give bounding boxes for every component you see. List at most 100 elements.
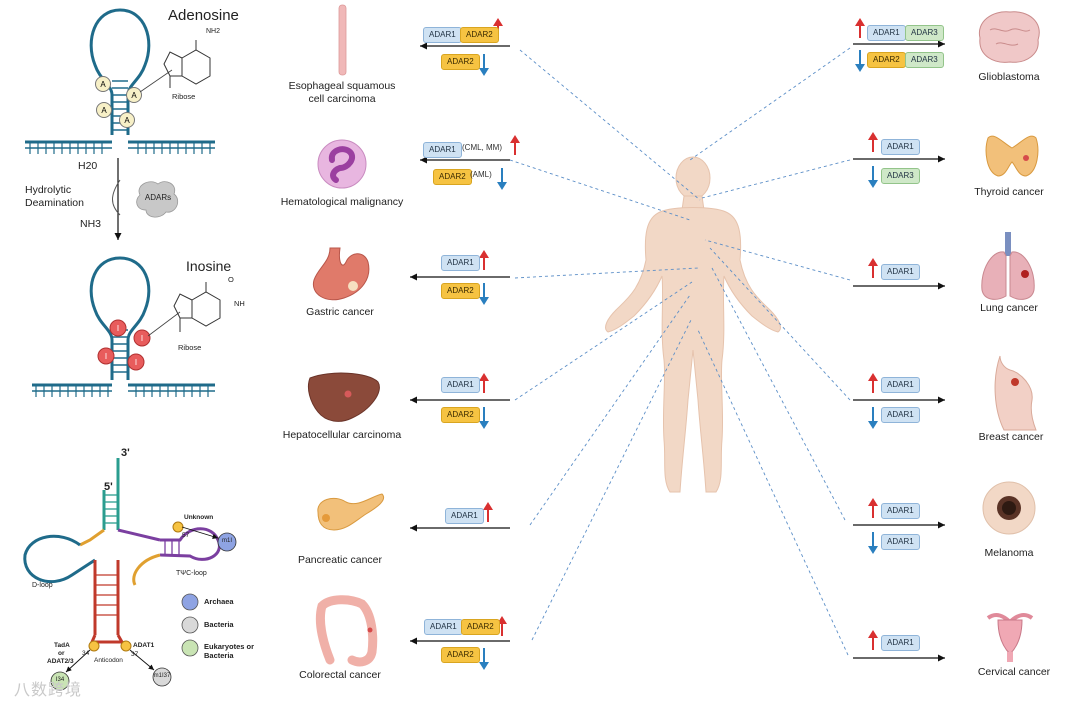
esophagus-icon (338, 4, 347, 76)
nh3-label: NH3 (80, 218, 102, 230)
adars-label: ADARs (144, 193, 172, 202)
m1i-archaea-circle (217, 532, 237, 552)
hematological-down-note: (AML) (470, 170, 492, 179)
base-i-2: I (141, 334, 143, 343)
legend-eukaryotes-swatch (181, 639, 199, 657)
gastric-down-adar2: ADAR2 (441, 283, 480, 299)
esophageal-down-adar2: ADAR2 (441, 54, 480, 70)
pancreas-icon (317, 493, 384, 531)
breast-icon (994, 355, 1037, 431)
colorectal-down-adar2: ADAR2 (441, 647, 480, 663)
liver-icon (307, 372, 380, 422)
base-a-1: A (100, 80, 106, 89)
caption-cervical: Cervical cancer (977, 666, 1051, 678)
base-a-3: A (101, 106, 107, 115)
inosine-nh-label: NH (234, 299, 245, 308)
or-label: or (58, 650, 65, 657)
legend-bacteria-label: Bacteria (204, 620, 234, 629)
trna-anticodon-pairs (95, 574, 118, 616)
right-arrows (853, 40, 945, 662)
caption-lung: Lung cancer (980, 302, 1038, 314)
base-i-3: I (105, 352, 107, 361)
human-body (605, 156, 781, 493)
caption-glioblastoma: Glioblastoma (978, 71, 1040, 83)
i34-label: I34 (55, 677, 65, 683)
base-i-1: I (117, 324, 119, 333)
tpsic-loop-label: TΨC-loop (176, 570, 207, 577)
inosine-structure (173, 282, 221, 332)
legend-eukaryotes-label: Eukaryotes or Bacteria (204, 642, 255, 661)
hematological-down-adar2: ADAR2 (433, 169, 472, 185)
melanoma-icon (982, 481, 1036, 535)
hepatocellular-up-adar1: ADAR1 (441, 377, 480, 393)
base-a-4: A (124, 116, 130, 125)
hepatocellular-down-adar2: ADAR2 (441, 407, 480, 423)
pos57-label: 57 (182, 532, 190, 539)
trna-a37-marker (120, 640, 132, 652)
adat1-label: ADAT1 (133, 642, 155, 649)
melanoma-up-adar1: ADAR1 (881, 503, 920, 519)
m1i-label: m1I (221, 538, 232, 544)
adenosine-nh2-label: NH2 (206, 28, 221, 35)
h2o-label: H20 (78, 160, 98, 172)
thyroid-up-adar1: ADAR1 (881, 139, 920, 155)
brain-icon (978, 11, 1040, 63)
pos34-label: 34 (82, 650, 90, 657)
hydrolytic-label: Hydrolytic (25, 184, 72, 196)
inosine-pointer (147, 311, 181, 337)
glioblastoma-down-adar3: ADAR3 (905, 52, 944, 68)
trna-a34-marker (88, 640, 100, 652)
deamination-label: Deamination (25, 197, 84, 209)
blood-cell-icon (317, 139, 367, 189)
stomach-icon (312, 247, 370, 301)
trna-structure (23, 458, 221, 644)
adenosine-a-circles (95, 76, 142, 128)
caption-melanoma: Melanoma (984, 547, 1034, 559)
adenosine-ribose-label: Ribose (172, 92, 196, 101)
anticodon-label: Anticodon (94, 657, 123, 664)
gastric-up-adar1: ADAR1 (441, 255, 480, 271)
esophageal-up-adar2: ADAR2 (460, 27, 499, 43)
adenosine-hairpin (25, 8, 215, 149)
adars-blob (136, 181, 179, 218)
adenosine-title: Adenosine (168, 7, 239, 24)
hematological-up-note: (CML, MM) (462, 143, 502, 152)
caption-pancreatic: Pancreatic cancer (297, 554, 383, 566)
trna-five-prime-label: 5' (104, 481, 113, 493)
thyroid-down-adar3: ADAR3 (881, 168, 920, 184)
caption-hematological: Hematological malignancy (280, 196, 404, 208)
regulation-arrows (479, 18, 878, 670)
inosine-i-circles (97, 319, 151, 371)
unknown-label: Unknown (184, 514, 214, 521)
legend-archaea-swatch (181, 593, 199, 611)
a37-arrow (129, 649, 155, 671)
base-a-2: A (131, 91, 137, 100)
left-arrows (410, 42, 510, 645)
uterus-icon (986, 613, 1034, 662)
base-i-4: I (135, 358, 137, 367)
breast-up-adar1: ADAR1 (881, 377, 920, 393)
thyroid-icon (985, 135, 1039, 177)
melanoma-down-adar1: ADAR1 (881, 534, 920, 550)
legend-bacteria-swatch (181, 616, 199, 634)
caption-hepatocellular: Hepatocellular carcinoma (282, 429, 402, 441)
colorectal-up-adar1: ADAR1 (424, 619, 463, 635)
trna-three-prime-label: 3' (121, 447, 130, 459)
tada-label: TadA (54, 642, 70, 649)
i34-circle (50, 671, 70, 691)
m1i37-circle (152, 667, 172, 687)
pos37-label: 37 (131, 651, 139, 658)
adenosine-structure (163, 40, 211, 88)
caption-esophageal: Esophageal squamous cell carcinoma (288, 80, 396, 106)
pancreatic-up-adar1: ADAR1 (445, 508, 484, 524)
glioblastoma-up-adar3: ADAR3 (905, 25, 944, 41)
reaction-curve (112, 179, 121, 216)
caption-breast: Breast cancer (978, 431, 1044, 443)
legend-archaea-label: Archaea (204, 597, 234, 606)
trna-a57-marker (172, 521, 184, 533)
glioblastoma-up-adar1: ADAR1 (867, 25, 906, 41)
m1i37-label: m1I37 (153, 673, 171, 679)
breast-down-adar1: ADAR1 (881, 407, 920, 423)
colon-icon (315, 595, 378, 667)
caption-thyroid: Thyroid cancer (974, 186, 1044, 198)
